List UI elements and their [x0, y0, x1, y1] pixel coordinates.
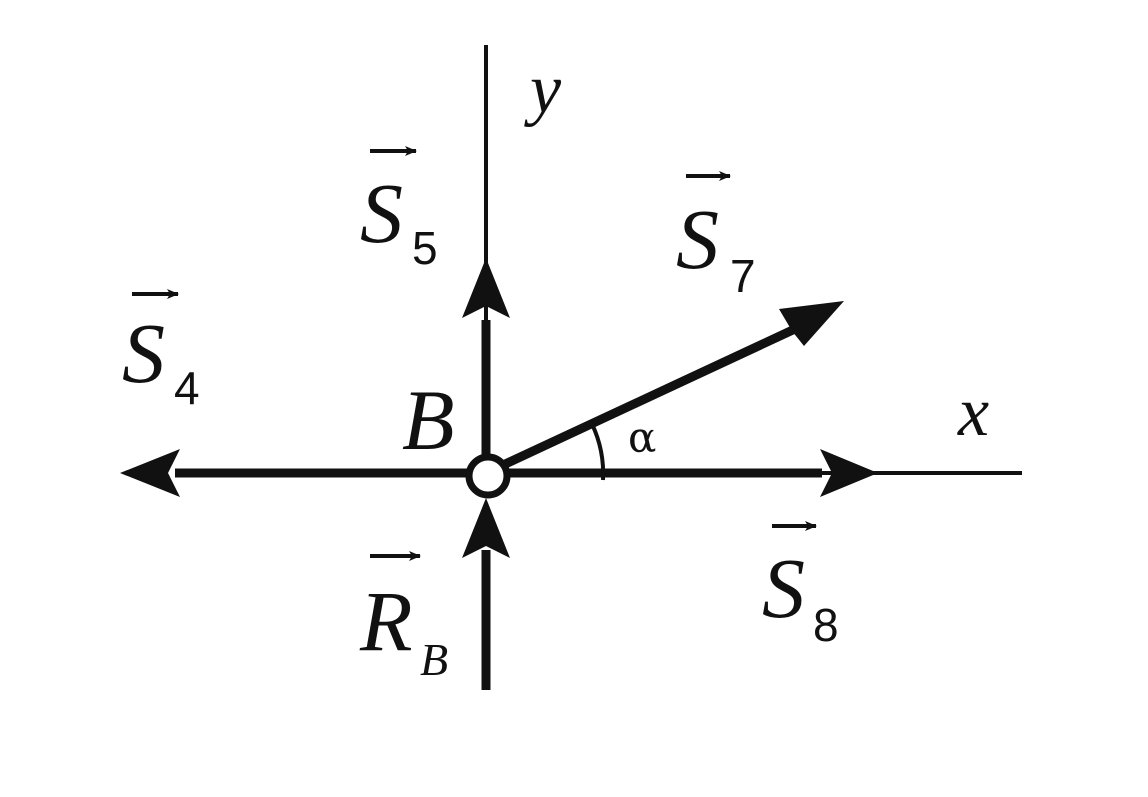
node-b-circle	[465, 453, 511, 499]
s7-arrowhead	[779, 301, 844, 346]
s7-letter: S	[676, 191, 719, 287]
angle-label: α	[628, 413, 656, 462]
label-s5: S 5	[360, 146, 438, 274]
s4-subscript: 4	[174, 362, 200, 414]
rb-subscript: B	[420, 634, 448, 685]
x-axis-label: x	[957, 374, 989, 451]
node-label: B	[402, 372, 455, 468]
vector-s4	[120, 449, 486, 497]
rb-arrowhead	[462, 498, 510, 558]
label-s4: S 4	[122, 289, 200, 414]
angle-arc	[590, 423, 606, 481]
label-rb: R B	[359, 551, 448, 685]
s8-arrowhead	[820, 449, 878, 497]
s4-arrowhead	[120, 449, 180, 497]
s7-subscript: 7	[730, 250, 756, 302]
rb-letter: R	[359, 573, 413, 669]
s8-subscript: 8	[813, 599, 839, 651]
vector-s5	[462, 258, 510, 470]
s8-letter: S	[762, 540, 805, 636]
s5-arrowhead	[462, 258, 510, 318]
vector-rb	[462, 498, 510, 690]
y-axis-label: y	[524, 51, 562, 128]
vector-s8	[486, 449, 878, 497]
s5-subscript: 5	[412, 222, 438, 274]
label-s7: S 7	[676, 171, 756, 302]
label-s8: S 8	[762, 521, 839, 651]
vector-s7	[484, 301, 844, 478]
s5-letter: S	[360, 165, 403, 261]
s4-letter: S	[122, 305, 165, 401]
